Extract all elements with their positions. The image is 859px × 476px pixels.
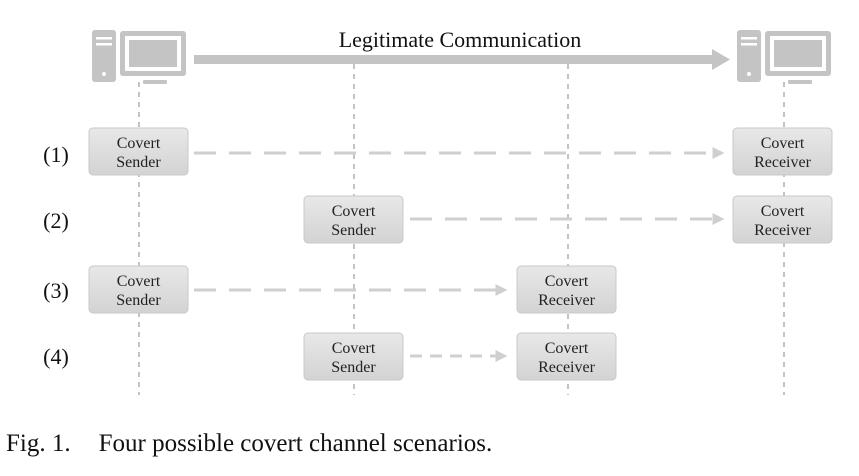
covert-sender-line-1: Covert [332, 340, 376, 357]
computer-icon [737, 30, 831, 84]
covert-sender-line-2: Sender [116, 154, 161, 171]
covert-receiver-box-1: Covert Receiver [732, 127, 833, 176]
figure-caption: Fig. 1. Four possible covert channel scen… [6, 430, 492, 458]
legitimate-communication-arrow [194, 49, 730, 70]
covert-receiver-box-4: Covert Receiver [516, 332, 617, 381]
covert-receiver-line-2: Receiver [754, 222, 812, 239]
covert-sender-line-1: Covert [117, 273, 161, 290]
covert-receiver-line-2: Receiver [538, 359, 596, 376]
scenario-label-4: (4) [43, 344, 69, 369]
computer-icon [92, 30, 186, 84]
covert-sender-line-1: Covert [117, 135, 161, 152]
scenario-label-2: (2) [43, 208, 69, 233]
figure-number: Fig. 1. [6, 430, 71, 457]
scenario-label-1: (1) [43, 142, 69, 167]
covert-sender-box-2: Covert Sender [303, 195, 404, 244]
covert-receiver-line-2: Receiver [754, 154, 812, 171]
lifelines [138, 64, 785, 395]
covert-channel-diagram: Legitimate Communication (1) (2) (3) (4)… [43, 27, 833, 395]
covert-sender-line-2: Sender [331, 222, 376, 239]
covert-sender-box-4: Covert Sender [303, 332, 404, 381]
covert-sender-line-2: Sender [331, 359, 376, 376]
covert-receiver-line-1: Covert [545, 340, 589, 357]
covert-receiver-line-2: Receiver [538, 292, 596, 309]
legitimate-communication-label: Legitimate Communication [339, 27, 582, 52]
covert-receiver-box-2: Covert Receiver [732, 195, 833, 244]
covert-receiver-line-1: Covert [545, 273, 589, 290]
covert-receiver-line-1: Covert [761, 135, 805, 152]
covert-sender-line-1: Covert [332, 203, 376, 220]
covert-receiver-box-3: Covert Receiver [516, 265, 617, 314]
scenario-label-3: (3) [43, 278, 69, 303]
covert-receiver-line-1: Covert [761, 203, 805, 220]
figure-caption-text: Four possible covert channel scenarios. [98, 430, 493, 457]
covert-sender-box-3: Covert Sender [88, 265, 189, 314]
covert-sender-line-2: Sender [116, 292, 161, 309]
covert-sender-box-1: Covert Sender [88, 127, 189, 176]
